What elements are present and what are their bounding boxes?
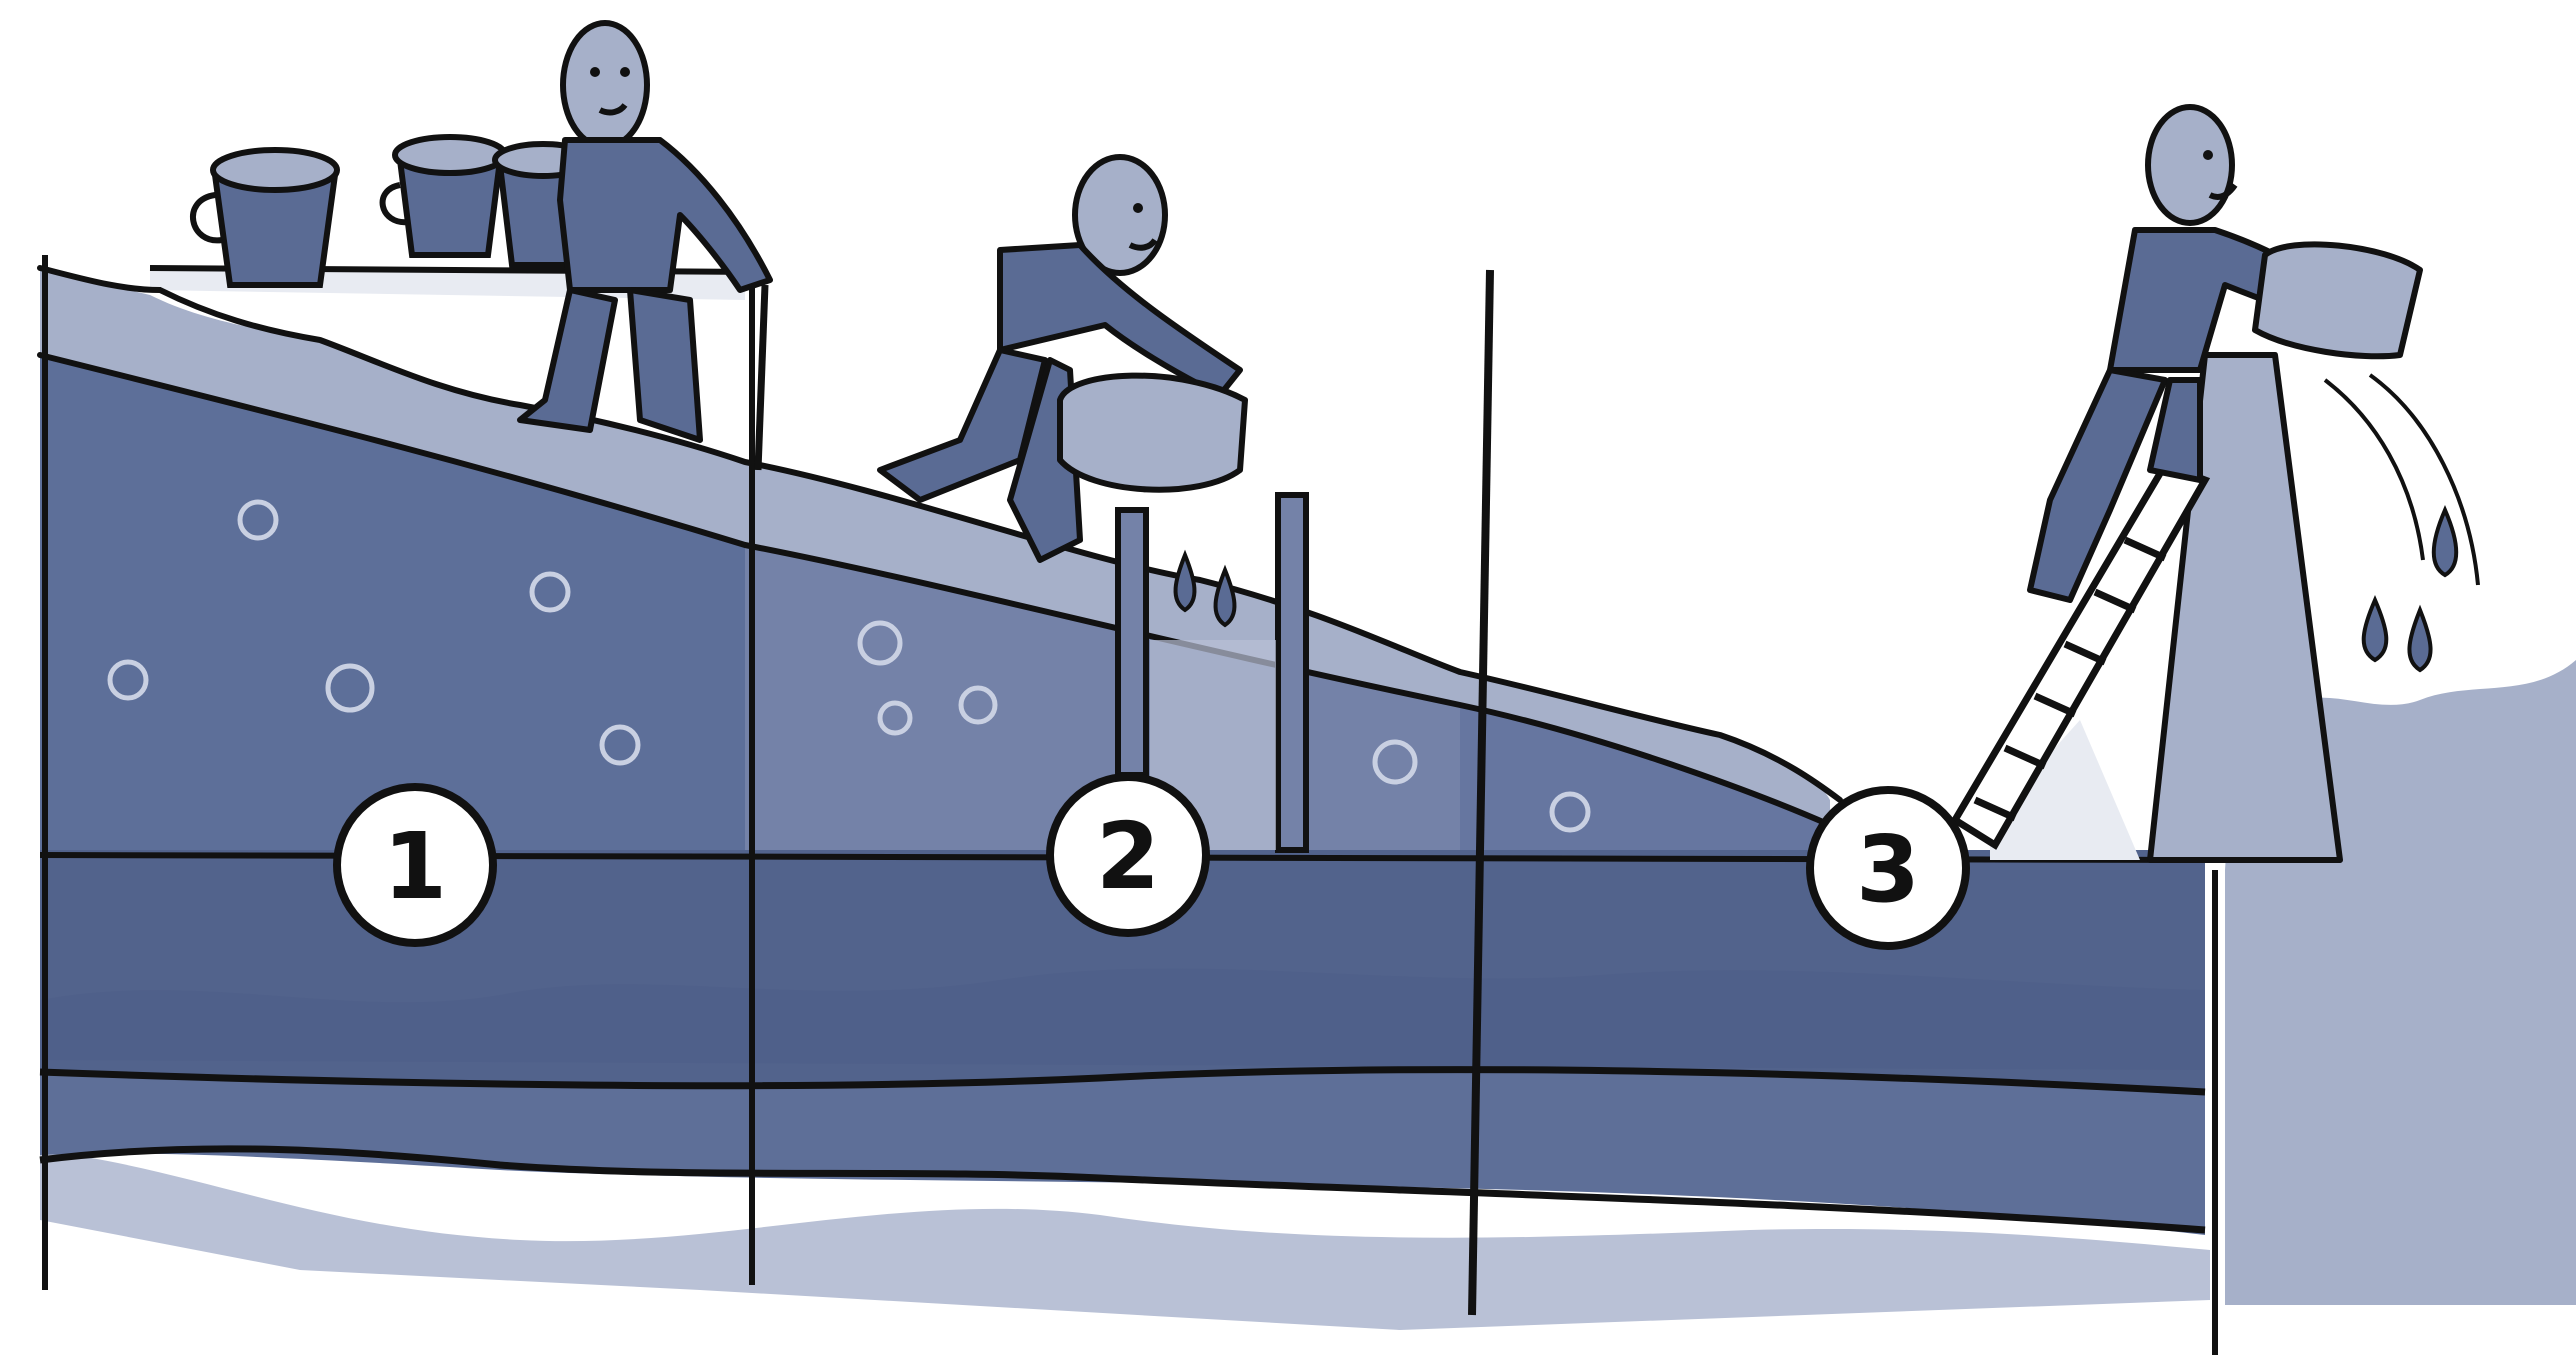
well-pipe-right xyxy=(1275,492,1309,853)
aquifer-block-1 xyxy=(40,355,745,850)
stage-badge-3: 3 xyxy=(1806,786,1970,950)
stage-badge-2: 2 xyxy=(1046,773,1210,937)
head xyxy=(1072,154,1168,276)
stage-badge-1: 1 xyxy=(333,783,497,947)
stage-badge-circle xyxy=(1806,786,1970,950)
stage-badge-circle xyxy=(333,783,497,947)
aquifer-top-line xyxy=(37,352,1833,828)
air-bubbles xyxy=(107,499,1591,833)
water-drops xyxy=(1173,504,2459,673)
head xyxy=(560,20,650,150)
pour-stream-stage-3-outline xyxy=(2323,373,2480,586)
well-pipe-left xyxy=(1115,507,1149,778)
worker-figure-stage-3 xyxy=(2027,104,2423,603)
strata-line-bottom xyxy=(39,1145,2206,1234)
stage-badge-circle xyxy=(1046,773,1210,937)
underground-wash xyxy=(40,1150,2210,1330)
ladder xyxy=(1950,460,2211,850)
head xyxy=(2145,104,2235,226)
stage-number-label: 2 xyxy=(1096,803,1160,910)
bucket-icon xyxy=(379,134,508,258)
stage-number-label: 1 xyxy=(383,813,447,920)
deep-band-shadow xyxy=(40,968,2205,1070)
pouring-bucket xyxy=(2252,241,2423,360)
divider-2 xyxy=(1468,269,1494,1316)
pouring-bucket xyxy=(1057,372,1248,493)
surface-layer-left xyxy=(40,270,745,545)
deep-band-lower xyxy=(40,1066,2205,1235)
bucket-icon xyxy=(190,147,340,288)
worker-figure-stage-1 xyxy=(517,20,773,471)
strata-line-middle xyxy=(39,1066,2206,1096)
ground-surface-line xyxy=(37,265,1843,803)
stage-number-label: 3 xyxy=(1856,816,1920,923)
ladder-shadow xyxy=(1990,720,2140,860)
worker-figure-stage-2 xyxy=(877,154,1248,563)
